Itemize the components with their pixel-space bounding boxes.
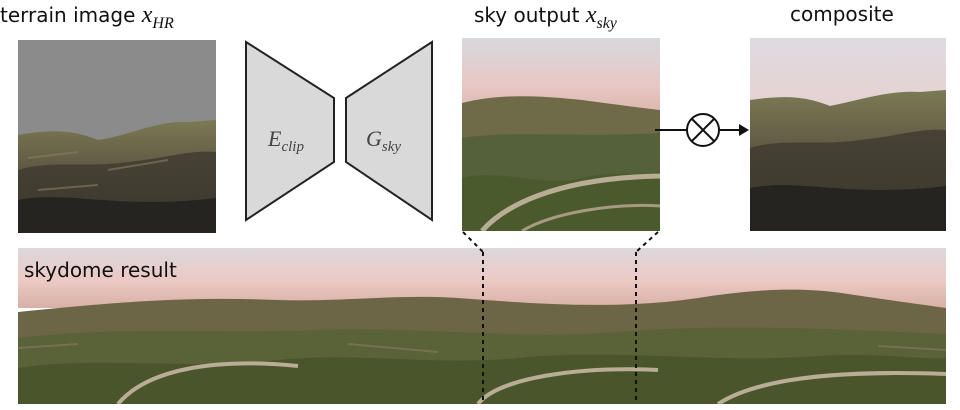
- generator-block: [345, 40, 433, 222]
- sky-math: xsky: [585, 2, 617, 32]
- sky-output-text: sky output: [474, 3, 580, 27]
- generator-math: G: [366, 126, 382, 151]
- composite-arrow: [655, 113, 749, 147]
- encoder-block: [245, 40, 335, 222]
- composite-label: composite: [790, 2, 894, 26]
- composite-image: [750, 38, 946, 231]
- terrain-math-x: x: [141, 2, 153, 28]
- terrain-image: [18, 40, 216, 233]
- generator-sub: sky: [382, 139, 401, 155]
- network-diagram: Eclip Gsky: [245, 40, 433, 222]
- encoder-math: E: [267, 126, 282, 151]
- encoder-label: Eclip: [267, 126, 304, 155]
- terrain-math: xHR: [141, 2, 174, 32]
- sky-math-sub: sky: [596, 14, 617, 32]
- encoder-sub: clip: [281, 139, 304, 155]
- terrain-image-text: terrain image: [0, 3, 136, 27]
- generator-label: Gsky: [366, 126, 401, 155]
- terrain-math-sub: HR: [152, 14, 174, 32]
- sky-output-label: sky output xsky: [474, 2, 617, 33]
- sky-output-image: [462, 38, 660, 231]
- terrain-image-label: terrain image xHR: [0, 2, 174, 33]
- skydome-result-label: skydome result: [24, 258, 177, 282]
- sky-math-x: x: [585, 2, 597, 28]
